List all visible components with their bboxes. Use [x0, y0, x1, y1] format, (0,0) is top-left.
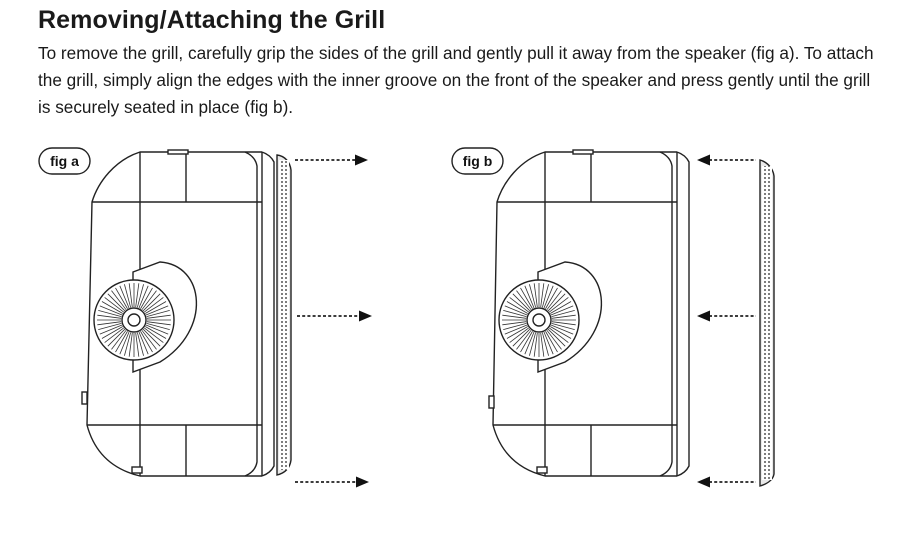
figure-a: fig a	[0, 140, 400, 510]
speaker-illustration-b: fig b	[451, 147, 775, 488]
grill-a	[276, 154, 292, 476]
arrow-middle-a	[297, 310, 372, 322]
mounting-knob-b	[498, 261, 603, 374]
arrow-middle-b	[697, 310, 756, 322]
grill-b	[759, 159, 775, 487]
arrow-bottom-a	[295, 476, 369, 488]
speaker-illustration-a: fig a	[38, 147, 372, 488]
fig-label-a: fig a	[50, 153, 79, 169]
fig-label-badge-b: fig b	[451, 147, 504, 175]
instructions-text: To remove the grill, carefully grip the …	[38, 43, 874, 117]
fig-label-b: fig b	[463, 153, 493, 169]
arrow-bottom-b	[697, 476, 756, 488]
section-title: Removing/Attaching the Grill	[38, 6, 386, 34]
fig-label-badge-a: fig a	[38, 147, 91, 175]
figure-b: fig b	[415, 140, 815, 510]
arrow-top-a	[295, 154, 368, 166]
arrow-top-b	[697, 154, 756, 166]
mounting-knob-a	[93, 261, 198, 374]
